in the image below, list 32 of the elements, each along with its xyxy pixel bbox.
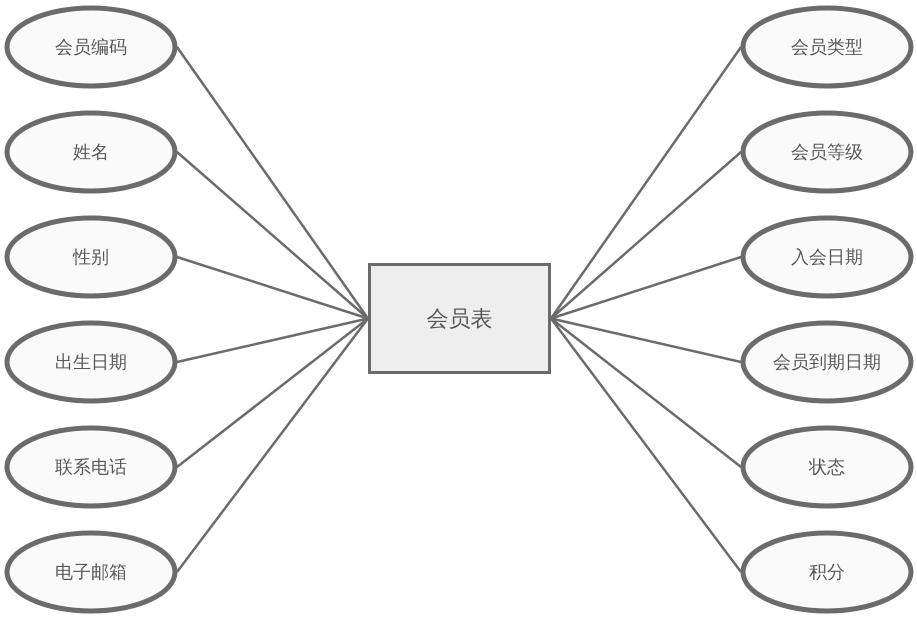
entity-box <box>368 263 551 374</box>
attribute-label: 联系电话 <box>55 456 127 479</box>
attribute-ellipse <box>4 425 178 509</box>
attribute-ellipse <box>4 5 178 89</box>
entity-label: 会员表 <box>426 306 492 334</box>
attribute-label: 会员类型 <box>791 36 863 59</box>
attribute-ellipse <box>4 530 178 614</box>
attribute-ellipse <box>4 215 178 299</box>
attribute-label: 会员等级 <box>791 141 863 164</box>
attribute-ellipse <box>4 320 178 404</box>
attribute-label: 性别 <box>73 246 109 269</box>
attribute-label: 会员编码 <box>55 36 127 59</box>
connector-line <box>176 318 369 573</box>
attribute-label: 姓名 <box>73 141 109 164</box>
attribute-ellipse <box>740 5 914 89</box>
connector-line <box>550 317 742 364</box>
attribute-label: 电子邮箱 <box>55 561 127 584</box>
attribute-label: 出生日期 <box>55 351 127 374</box>
connector-line <box>176 256 368 320</box>
attribute-ellipse <box>740 425 914 509</box>
attribute-ellipse <box>740 320 914 404</box>
attribute-ellipse <box>740 215 914 299</box>
connector-line <box>176 317 368 364</box>
attribute-ellipse <box>740 110 914 194</box>
connector-line <box>176 46 370 320</box>
attribute-ellipse <box>4 110 178 194</box>
attribute-label: 会员到期日期 <box>773 351 881 374</box>
attribute-ellipse <box>740 530 914 614</box>
attribute-label: 积分 <box>809 561 845 584</box>
attribute-label: 入会日期 <box>791 246 863 269</box>
attribute-label: 状态 <box>809 456 845 479</box>
connector-line <box>550 256 742 320</box>
